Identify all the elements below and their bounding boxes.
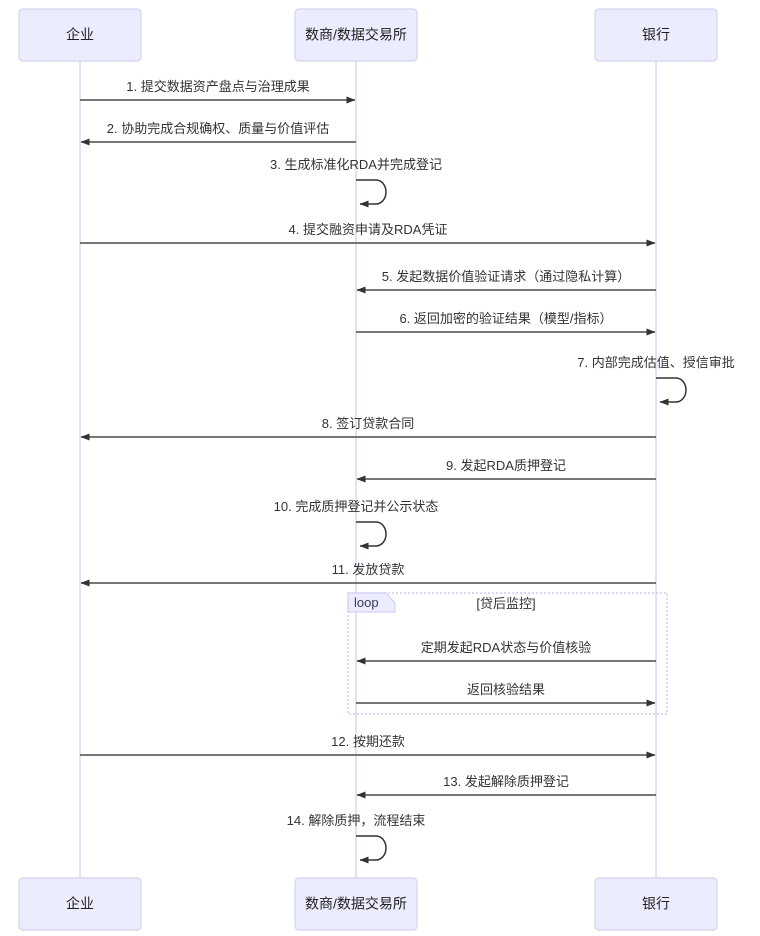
actor-box-bank-bottom[interactable] xyxy=(594,877,718,931)
actor-label-bank-bottom: 银行 xyxy=(642,896,670,912)
lifelines-group xyxy=(79,61,657,878)
loop-message-2-label: 返回核验结果 xyxy=(467,682,545,697)
message-14-label: 14. 解除质押，流程结束 xyxy=(287,813,426,828)
actor-label-enterprise-top: 企业 xyxy=(66,27,94,43)
actor-box-datamart-bottom[interactable] xyxy=(294,877,418,931)
message-8-label: 8. 签订贷款合同 xyxy=(322,416,414,431)
actor-bank-bottom[interactable]: 银行 xyxy=(594,877,718,931)
loop-message-1-label: 定期发起RDA状态与价值核验 xyxy=(421,640,591,655)
actor-label-enterprise-bottom: 企业 xyxy=(66,896,94,912)
message-10-label: 10. 完成质押登记并公示状态 xyxy=(274,499,439,514)
actor-datamart-top[interactable]: 数商/数据交易所 xyxy=(294,8,418,62)
message-3-label: 3. 生成标准化RDA并完成登记 xyxy=(270,157,442,172)
message-3-selfloop xyxy=(356,179,387,208)
loop-tab-label: loop xyxy=(354,595,379,610)
actor-label-datamart-bottom: 数商/数据交易所 xyxy=(305,896,407,912)
message-5-label: 5. 发起数据价值验证请求（通过隐私计算） xyxy=(382,269,630,284)
message-10-selfloop xyxy=(356,521,387,550)
actor-label-bank-top: 银行 xyxy=(642,27,670,43)
message-14-selfloop xyxy=(356,835,387,864)
actor-label-datamart-top: 数商/数据交易所 xyxy=(305,27,407,43)
actor-bank-top[interactable]: 银行 xyxy=(594,8,718,62)
message-11-label: 11. 发放贷款 xyxy=(332,562,405,577)
message-1-label: 1. 提交数据资产盘点与治理成果 xyxy=(126,79,309,94)
loop-tab-shape xyxy=(347,592,396,613)
loop-title-label: [贷后监控] xyxy=(476,596,535,611)
actor-box-enterprise-bottom[interactable] xyxy=(18,877,142,931)
message-12-label: 12. 按期还款 xyxy=(331,734,405,749)
actor-datamart-bottom[interactable]: 数商/数据交易所 xyxy=(294,877,418,931)
actor-box-bank-top[interactable] xyxy=(594,8,718,62)
message-4-label: 4. 提交融资申请及RDA凭证 xyxy=(289,222,448,237)
loop-block-group: loop [贷后监控] xyxy=(347,592,668,715)
message-7-selfloop xyxy=(656,377,687,406)
actor-enterprise-bottom[interactable]: 企业 xyxy=(18,877,142,931)
messages-group: 1. 提交数据资产盘点与治理成果 2. 协助完成合规确权、质量与价值评估 3. 生成… xyxy=(80,79,735,864)
message-13-label: 13. 发起解除质押登记 xyxy=(443,774,569,789)
message-2-label: 2. 协助完成合规确权、质量与价值评估 xyxy=(107,121,329,136)
message-9-label: 9. 发起RDA质押登记 xyxy=(446,458,566,473)
message-7-label: 7. 内部完成估值、授信审批 xyxy=(577,355,734,370)
actor-enterprise-top[interactable]: 企业 xyxy=(18,8,142,62)
actor-box-enterprise-top[interactable] xyxy=(18,8,142,62)
actor-box-datamart-top[interactable] xyxy=(294,8,418,62)
message-6-label: 6. 返回加密的验证结果（模型/指标） xyxy=(399,311,612,326)
